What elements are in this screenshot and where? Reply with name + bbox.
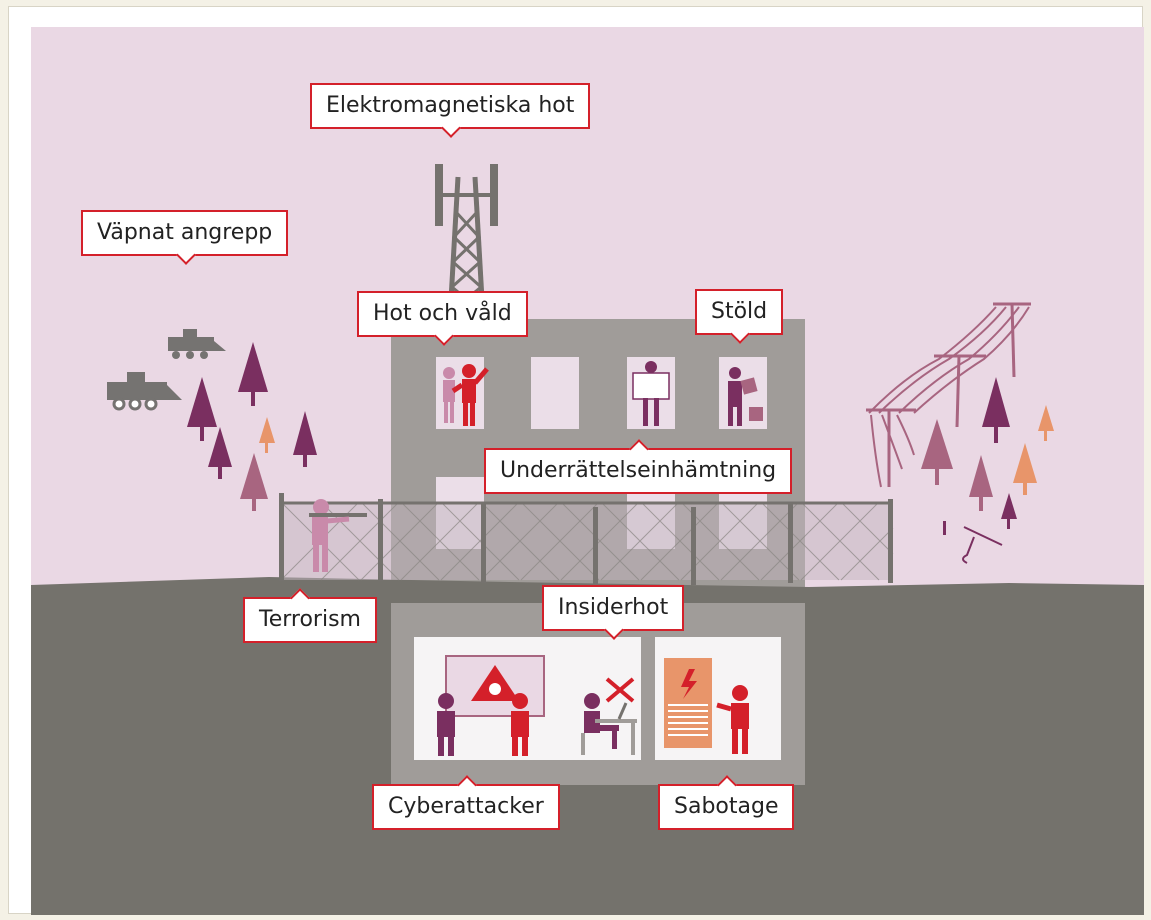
label-cyberattacker: Cyberattacker: [372, 784, 560, 830]
spy-with-newspaper-icon: [632, 361, 670, 426]
label-underrattelseinhamtning: Underrättelseinhämtning: [484, 448, 793, 494]
armored-vehicle-icon: [107, 329, 226, 411]
threat-figures-icon: [443, 364, 489, 426]
label-hot-och-vald: Hot och våld: [357, 291, 528, 337]
power-lines-icon: [866, 302, 1031, 488]
label-vapnat-angrepp: Väpnat angrepp: [81, 210, 289, 256]
thief-with-boxes-icon: [728, 367, 763, 426]
person-red-icon: [511, 693, 529, 756]
trees-right: [921, 377, 1054, 564]
insider-at-desk-icon: [581, 677, 637, 755]
trees-left: [187, 342, 317, 511]
label-terrorism: Terrorism: [243, 597, 377, 643]
label-elektromagnetiska-hot: Elektromagnetiska hot: [310, 83, 591, 129]
chain-fence: [279, 493, 894, 585]
label-sabotage: Sabotage: [658, 784, 795, 830]
person-purple-icon: [437, 693, 455, 756]
saboteur-icon: [716, 685, 749, 754]
image-frame: Elektromagnetiska hot Väpnat angrepp Hot…: [8, 6, 1144, 915]
label-stold: Stöld: [695, 289, 784, 335]
label-insiderhot: Insiderhot: [542, 585, 685, 631]
electrical-cabinet-icon: [664, 658, 712, 748]
sniper-icon: [309, 499, 367, 572]
